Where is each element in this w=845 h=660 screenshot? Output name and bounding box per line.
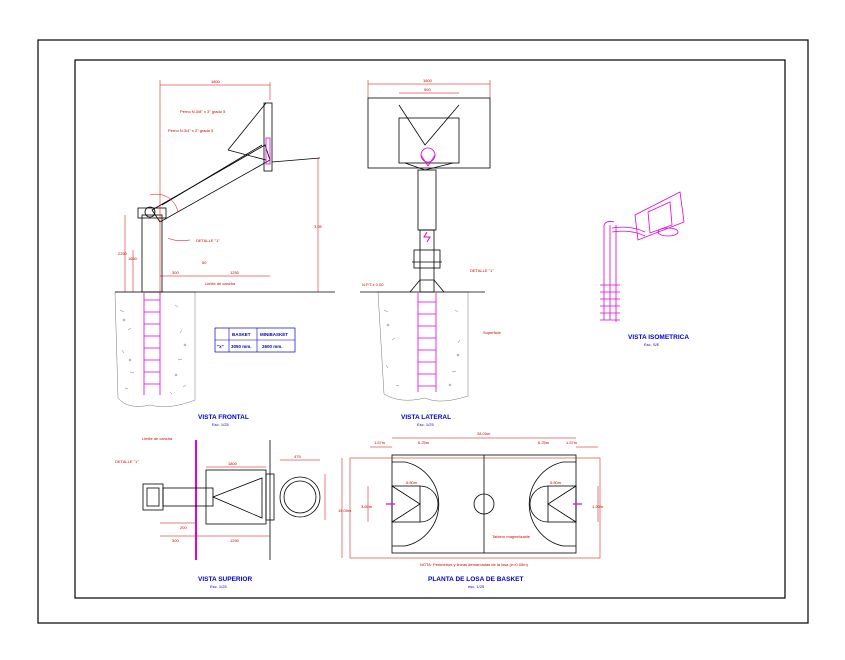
label-detail-lateral: DETALLE "1" (470, 268, 494, 273)
vista-frontal (114, 80, 335, 407)
dim-plan-total: 28.00m (477, 431, 491, 436)
dimension-table (214, 327, 296, 353)
inner-frame (74, 59, 786, 599)
dim-front-top: 1800 (211, 79, 221, 84)
table-header-minibasket: MINIBASKET (260, 332, 288, 337)
label-detail-top: DETALLE "1" (115, 459, 139, 464)
dim-top-d: 200 (180, 525, 187, 530)
title-vista-lateral: VISTA LATERAL (401, 414, 451, 421)
vista-isometrica (600, 191, 685, 322)
outer-frame (37, 39, 809, 624)
label-detail-front: DETALLE "1" (196, 238, 220, 243)
label-surface: Superficie (483, 330, 502, 335)
dim-plan-k1: 5.80m (406, 480, 418, 485)
dim-plan-lane: 3.60m (361, 504, 373, 509)
label-plan-note: NOTA: Perimetros y lineas demarcadas de … (420, 562, 529, 567)
dim-top-a: 475 (294, 454, 301, 459)
dim-plan-r1: 6.25m (538, 440, 550, 445)
dim-front-h3: 1250 (230, 270, 240, 275)
dim-lateral-top: 1800 (423, 78, 433, 83)
dim-top-b: 1250 (230, 538, 240, 543)
label-limit-front: Limite de cancha (205, 281, 236, 286)
dim-top-c: 300 (172, 538, 179, 543)
dim-lateral-inner: 900 (424, 87, 431, 92)
dim-plan-ft: 1.20m (592, 504, 604, 509)
scale-vista-isometrica: Esc. S/E (644, 342, 660, 347)
dim-front-d1: 300 (172, 270, 179, 275)
vista-lateral (360, 80, 491, 402)
scale-vista-frontal: Esc. 1/25 (212, 422, 229, 427)
dim-front-h1: 2250 (118, 251, 128, 256)
title-planta-losa: PLANTA DE LOSA DE BASKET (428, 576, 523, 583)
label-npt: N.P.T.± 0.00 (362, 282, 384, 287)
planta-losa (341, 437, 601, 559)
label-board-note: Tablero magnetizable (492, 534, 531, 539)
table-row-label: "x" (217, 344, 224, 349)
dim-plan-k2: 5.80m (550, 480, 562, 485)
label-pipe-2: Perno N.3/4" x 2" grado 5 (168, 128, 214, 133)
dim-plan-w: 15.00m (338, 508, 352, 513)
scale-planta-losa: esc. 1/25 (468, 584, 485, 589)
label-pipe-1: Perno N.3/8" x 3" grado 5 (180, 109, 226, 114)
table-header-basket: BASKET (232, 332, 251, 337)
title-vista-frontal: VISTA FRONTAL (198, 414, 249, 421)
table-value-minibasket: 2600 mm. (262, 344, 283, 349)
dim-front-height: 3.05 (314, 224, 323, 229)
scale-vista-superior: Esc. 1/25 (210, 584, 227, 589)
dim-front-h2: 1650 (128, 256, 138, 261)
dim-front-d2: 50 (202, 260, 207, 265)
vista-superior (142, 440, 326, 560)
title-vista-isometrica: VISTA ISOMETRICA (628, 334, 689, 341)
dim-plan-l2: 6.25m (418, 440, 430, 445)
scale-vista-lateral: Esc. 1/25 (417, 422, 434, 427)
dim-plan-l1: 1.57m (374, 440, 386, 445)
dim-plan-r2: 1.57m (566, 440, 578, 445)
dim-top-e: 1800 (228, 461, 238, 466)
table-value-basket: 3050 mm. (231, 344, 252, 349)
label-limit-top: Limite de cancha (142, 436, 173, 441)
title-vista-superior: VISTA SUPERIOR (198, 576, 252, 583)
